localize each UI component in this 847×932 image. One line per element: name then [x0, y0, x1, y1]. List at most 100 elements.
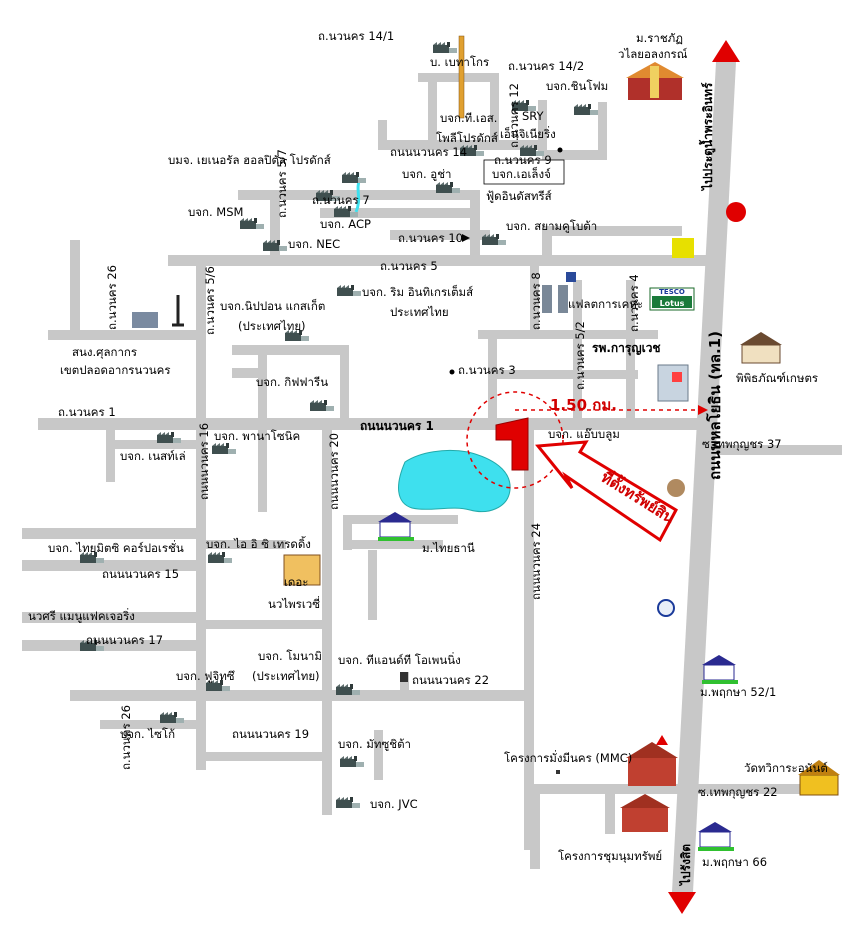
lotus-label: Lotus: [660, 299, 685, 308]
label-engineering: เอ็นจิเนียริ่ง: [500, 126, 556, 141]
distance-arrow-head: [698, 405, 708, 415]
label-nawanakorn-20: ถนนนวนคร 20: [327, 433, 341, 510]
label-acp: บจก. ACP: [320, 217, 371, 231]
label-customs-1: สนง.ศุลกากร: [72, 345, 137, 359]
label-msm: บจก. MSM: [188, 205, 243, 219]
label-nawanakorn-22: ถนนนวนคร 22: [412, 673, 489, 687]
house-icon: [702, 655, 738, 684]
label-panasonic: บจก. พานาโซนิค: [214, 429, 300, 443]
label-minami-1: บจก. โมนามิ: [258, 649, 322, 663]
label-kifafarin: บจก. กิฟฟารีน: [256, 375, 328, 389]
label-nawanakorn-5: ถ.นวนคร 5: [380, 259, 438, 273]
label-navapura-2: นวไพรเวซี่: [268, 596, 320, 611]
label-raj-univ-1: ม.ราชภัฏ: [636, 31, 683, 45]
label-nawanakorn-12: ถ.นวนคร 12: [507, 83, 521, 148]
ale-label-box: [483, 159, 565, 185]
label-nawanakorn-8: ถ.นวนคร 8: [529, 272, 543, 330]
label-to-rangsit: ไปรังสิต: [678, 844, 693, 887]
label-karunvej: รพ.การุญเวช: [592, 341, 661, 356]
label-thep-37: ซ.เทพกุญชร 37: [702, 437, 782, 451]
label-distance: 1.50 กม.: [550, 396, 617, 414]
label-ale-2: ฟู้ดอินดัสทรีส์: [486, 189, 552, 203]
label-sry: SRY: [522, 109, 545, 123]
label-wat: วัดทวิการะอนันต์: [744, 761, 828, 775]
label-mmc: โครงการมั่งมีนคร (MMC): [504, 750, 632, 765]
distance-circle: [466, 391, 564, 489]
label-psyko: บจก. ไซโก้: [120, 727, 175, 741]
label-tes-poly-2: โพลีโปรดักส์: [436, 131, 498, 145]
label-m-thai-thani: ม.ไทยธานี: [422, 541, 475, 555]
label-general-hospital: บมจ. เยเนอรัล ฮอลปิตัล โปรดักส์: [168, 153, 331, 167]
label-nawanakorn-19: ถนนนวนคร 19: [232, 727, 309, 741]
label-nawanakorn-26: ถ.นวนคร 26: [105, 265, 119, 330]
north-arrow-icon: [712, 40, 740, 62]
label-nawanakorn-4: ถ.นวนคร 4: [627, 274, 641, 332]
label-thai-mitsubishi: บจก. ไทยมิตซิ คอร์ปอเรชั่น: [48, 540, 184, 555]
label-matsushita: บจก. มัทซูชิต้า: [338, 737, 411, 751]
label-museum: พิพิธภัณฑ์เกษตร: [736, 371, 818, 385]
label-m-pruksa-52-1: ม.พฤกษา 52/1: [700, 685, 776, 699]
label-nawanakorn-24: ถนนนวนคร 24: [529, 523, 543, 600]
road-nawanakorn-5: [168, 255, 710, 266]
property-arrow-icon: [535, 440, 678, 543]
gas-station-icon: [672, 238, 694, 258]
deco-round-icon: [667, 479, 685, 497]
label-ucha: บจก. อูช่า: [402, 167, 451, 181]
south-arrow-icon: [668, 892, 696, 914]
label-ale-1: บจก.เอเล็งจ์: [492, 166, 551, 181]
label-thep-22: ซ.เทพกุญชร 22: [698, 785, 778, 799]
label-navapura-1: เดอะ: [284, 575, 308, 589]
mmc-building-icon: [626, 742, 678, 786]
road-phahon-yothin: [672, 62, 736, 892]
nawanakorn22-marker: [400, 672, 408, 682]
dot-marker: [449, 369, 455, 375]
label-to-pratunam: ไปประตูน้ำพระอินทร์: [698, 82, 716, 192]
label-nec: บจก. NEC: [288, 237, 340, 251]
hospital-icon: [657, 364, 689, 402]
label-nawanakorn-14: ถนนนวนคร 14: [390, 145, 467, 159]
label-nawanakorn-26b: ถ.นวนคร 26: [119, 705, 133, 770]
label-nawanakorn-15: ถนนนวนคร 15: [102, 567, 179, 581]
label-nawanakorn-5-7: ถ.นวนคร 5/7: [275, 149, 289, 218]
label-chumnum: โครงการชุมนุมทรัพย์: [558, 849, 662, 863]
label-ioi: บจก. ไอ อิ ซิ เทรดดิ้ง: [206, 536, 311, 551]
navapura-building-icon: [283, 554, 321, 586]
university-icon: [626, 62, 684, 100]
label-rim-1: บจก. ริม อินทิเกรเต็มส์: [362, 284, 473, 299]
label-fujitsu: บจก. ฟูจิทซึ: [176, 669, 235, 683]
beta-marker: [458, 35, 465, 119]
label-tes-poly-1: บจก.ที.เอส.: [440, 111, 497, 125]
esso-icon: [657, 599, 675, 617]
flat-buildings-icon: [542, 272, 576, 313]
label-nawanakorn-5-6: ถ.นวนคร 5/6: [203, 266, 217, 335]
label-betagro: บ. เบทาโกร: [430, 55, 489, 69]
label-customs-2: เขตปลอดอากรนวนคร: [60, 363, 171, 377]
tesco-label: TESCO: [659, 288, 685, 296]
label-nawanakorn-5-2: ถ.นวนคร 5/2: [573, 321, 587, 390]
label-nawanakorn-1-small: ถ.นวนคร 1: [58, 405, 116, 419]
label-nawanakorn-14-1: ถ.นวนคร 14/1: [318, 29, 394, 43]
museum-icon: [740, 332, 782, 364]
nawanakorn10-arrow: [462, 234, 470, 242]
label-nawanakorn-16: ถนนนวนคร 16: [197, 423, 211, 500]
label-nawanakorn-3: ถ.นวนคร 3: [458, 363, 516, 377]
chumnum-building-icon: [620, 794, 670, 832]
label-nawanakorn-14-2: ถ.นวนคร 14/2: [508, 59, 584, 73]
road-nawanakorn-20: [322, 430, 332, 815]
label-rim-2: ประเทศไทย: [390, 305, 449, 319]
temple-icon: [798, 760, 840, 796]
label-nawasri: นวศรี แมนูแฟคเจอริ่ง: [28, 608, 135, 623]
lake: [398, 449, 511, 513]
red-block-marker: [556, 770, 560, 774]
label-nawanakorn-7: ถ.นวนคร 7: [312, 193, 370, 207]
label-apblum: บจก. แอ๊บบลูม: [548, 427, 620, 441]
label-nawanakorn-1-main: ถนนนวนคร 1: [360, 419, 434, 433]
label-nestle: บจก. เนสท์เล่: [120, 449, 186, 463]
water-tower-icon: [132, 295, 184, 328]
house-icon: [378, 512, 414, 541]
mitsubishi-icon: [656, 735, 668, 745]
label-chinpom: บจก.ชินโฟม: [546, 79, 608, 93]
road-network: [22, 62, 842, 892]
label-nippon-1: บจก.นิปปอน แกสเก็ต: [220, 298, 325, 313]
